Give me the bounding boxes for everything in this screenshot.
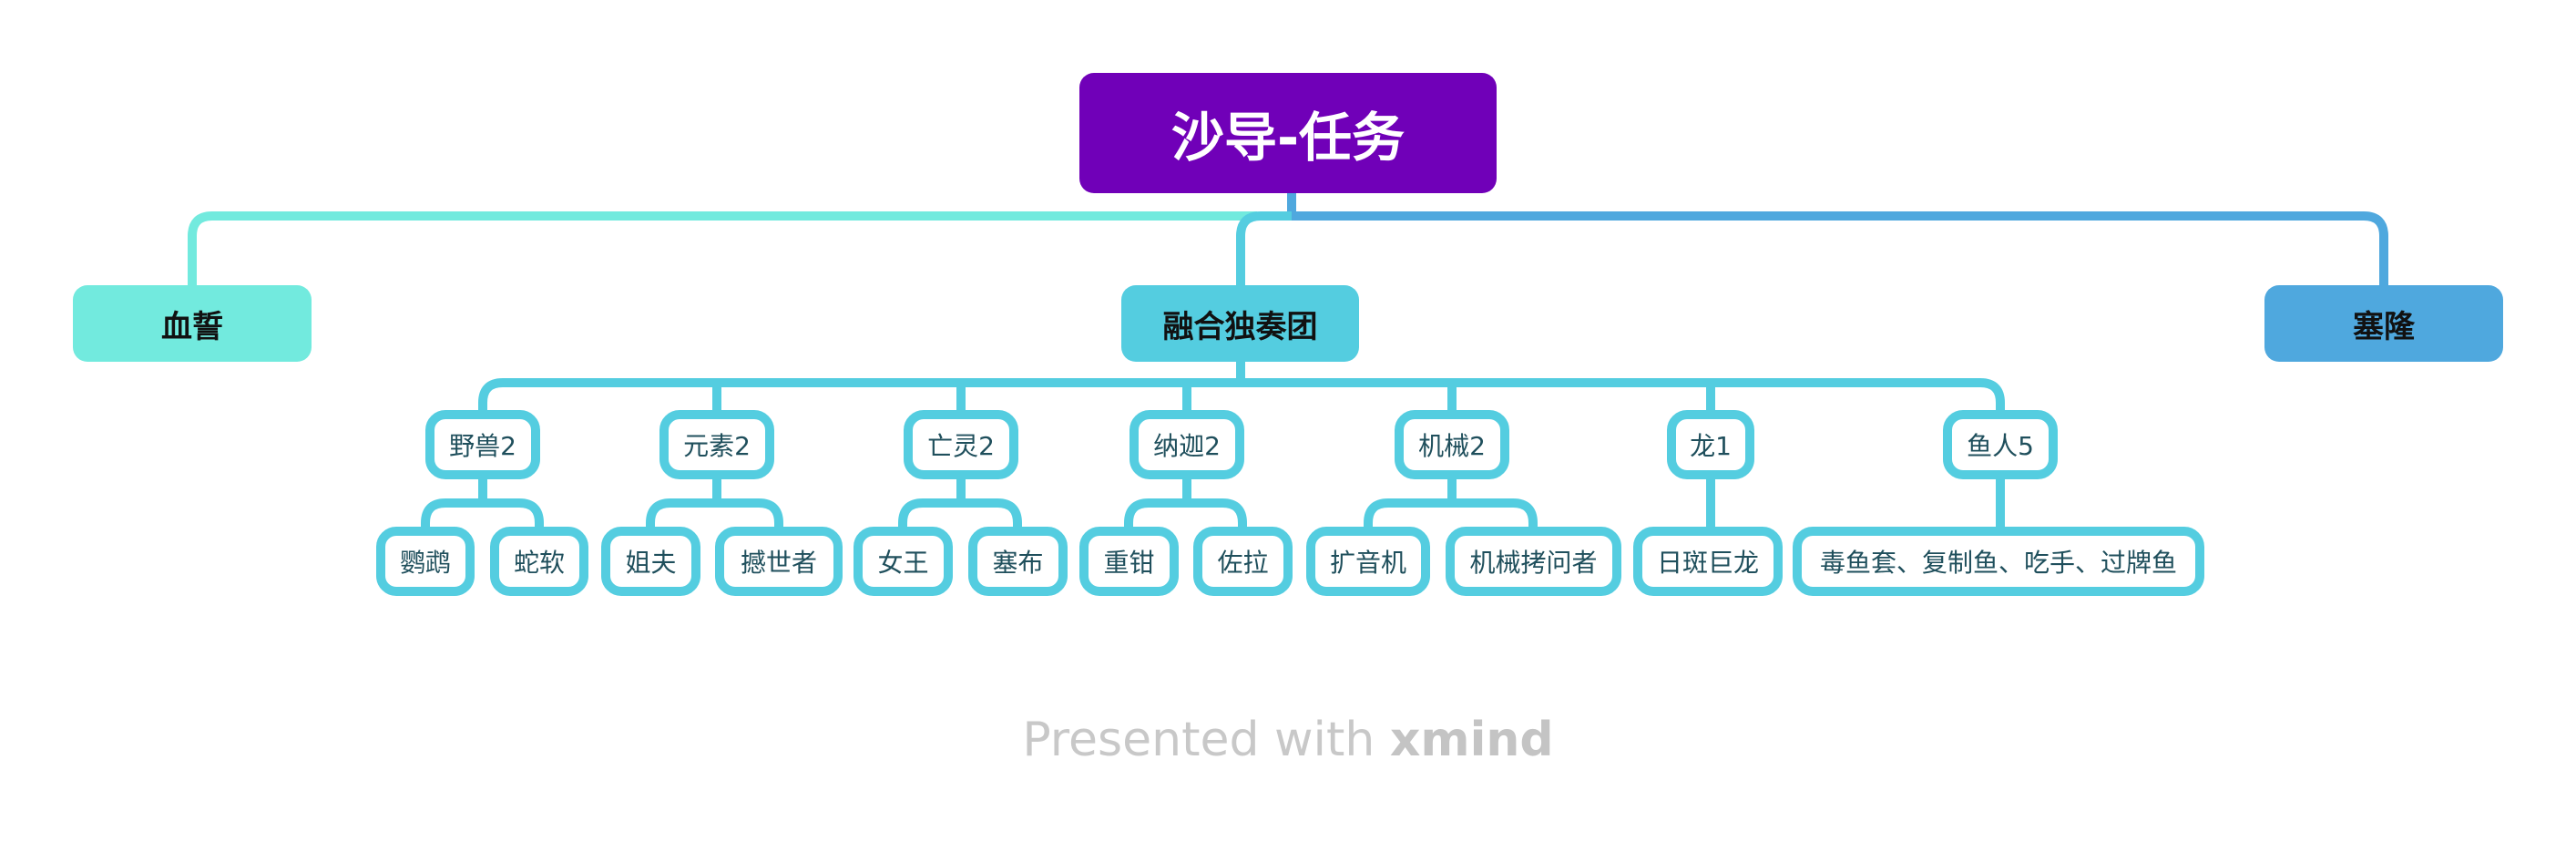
leaf-nvwang[interactable]: 女王 (854, 527, 953, 596)
leaf-zhongqian[interactable]: 重钳 (1079, 527, 1179, 596)
connector-sailong (1292, 211, 2388, 285)
subtopic-jixie[interactable]: 机械2 (1395, 410, 1509, 479)
xmind-logo: xmind (1389, 713, 1554, 767)
leaf-zuola[interactable]: 佐拉 (1193, 527, 1293, 596)
connector-l3-fork (898, 498, 1022, 529)
connector-l3-fork (1364, 498, 1538, 529)
connector-xueshi (188, 211, 1257, 285)
leaf-sheruan[interactable]: 蛇软 (490, 527, 588, 596)
leaf-jiefu[interactable]: 姐夫 (601, 527, 700, 596)
connector-l3-fork (1124, 498, 1247, 529)
footer-prefix: Presented with (1022, 713, 1375, 767)
leaf-yuren-cards[interactable]: 毒鱼套、复制鱼、吃手、过牌鱼 (1793, 527, 2204, 596)
subtopic-yuansu[interactable]: 元素2 (659, 410, 774, 479)
leaf-ribanjulong[interactable]: 日斑巨龙 (1633, 527, 1783, 596)
leaf-saibu[interactable]: 塞布 (968, 527, 1068, 596)
presented-with-xmind: Presented with xmind (0, 713, 2576, 767)
subtopic-yeshou[interactable]: 野兽2 (425, 410, 540, 479)
connector-l3-fork (421, 498, 544, 529)
leaf-kuoyinji[interactable]: 扩音机 (1306, 527, 1430, 596)
subtopic-najia[interactable]: 纳迦2 (1130, 410, 1244, 479)
subtopic-yuren[interactable]: 鱼人5 (1943, 410, 2058, 479)
leaf-jixie-kaowenzhe[interactable]: 机械拷问者 (1446, 527, 1621, 596)
subtopic-wangling[interactable]: 亡灵2 (904, 410, 1018, 479)
topic-ronghe-duzoutuan[interactable]: 融合独奏团 (1121, 285, 1359, 362)
topic-xueshi[interactable]: 血誓 (73, 285, 312, 362)
subtopic-long[interactable]: 龙1 (1667, 410, 1754, 479)
connector-ronghe (1236, 211, 1292, 285)
root-topic[interactable]: 沙导-任务 (1079, 73, 1497, 193)
topic-sailong[interactable]: 塞隆 (2264, 285, 2503, 362)
connector-l3-fork (646, 498, 783, 529)
connector-l2-drop (1979, 378, 2005, 412)
leaf-hanshizhe[interactable]: 撼世者 (715, 527, 843, 596)
connector-l2-drop (478, 378, 504, 412)
leaf-yingwu[interactable]: 鹦鹉 (376, 527, 475, 596)
